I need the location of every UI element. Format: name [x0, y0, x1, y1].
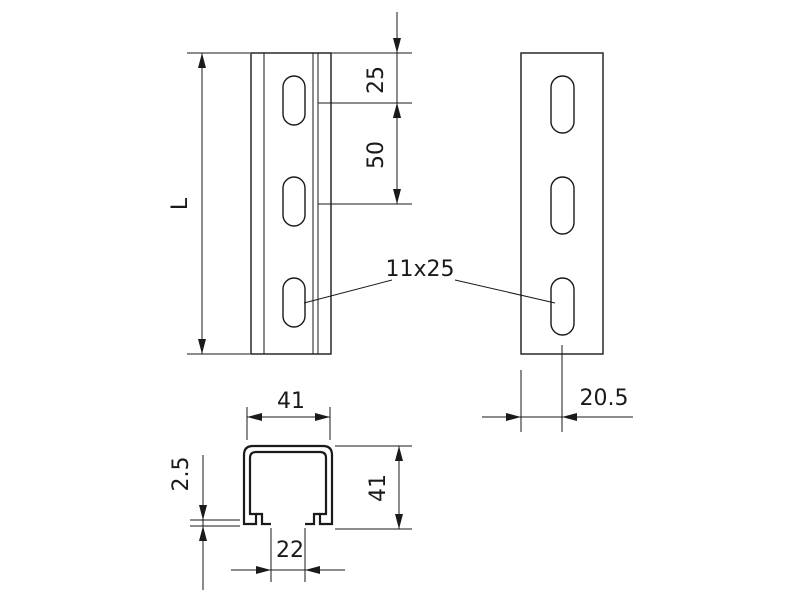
arrow-slot-left	[256, 566, 271, 574]
arrow-width-right	[315, 413, 330, 421]
arrow-pitch-bottom	[393, 189, 401, 204]
back-slot-top	[550, 75, 575, 134]
dimension-profile-height: 41	[335, 445, 412, 530]
channel-back-view	[520, 52, 604, 355]
arrow-pitch-top	[393, 103, 401, 118]
dimension-wall-thickness: 2.5	[169, 455, 240, 590]
back-slot-middle	[550, 176, 575, 235]
hole-size-label: 11x25	[385, 257, 454, 282]
dimension-hole-center: 20.5	[482, 345, 633, 432]
arrow-width-left	[247, 413, 262, 421]
front-slot-top	[282, 75, 306, 126]
dimension-profile-width: 41	[246, 389, 331, 440]
slot-opening-label: 22	[276, 538, 304, 563]
hole-pitch-label: 50	[364, 141, 389, 169]
profile-height-label: 41	[366, 474, 391, 502]
lip-right	[305, 512, 320, 526]
dimension-slot-opening: 22	[231, 528, 345, 582]
arrow-center-left	[506, 413, 521, 421]
arrow-down	[198, 339, 206, 354]
back-slot-bottom	[550, 277, 575, 336]
length-label: L	[168, 197, 193, 210]
arrow-thickness-top	[199, 505, 207, 520]
hole-center-label: 20.5	[580, 386, 629, 411]
dimension-hole-size: 11x25	[303, 257, 556, 304]
arrow-thickness-bottom	[199, 526, 207, 541]
leader-left	[303, 279, 393, 304]
arrow-center-right	[562, 413, 577, 421]
hole-offset-label: 25	[364, 66, 389, 94]
arrow-height-bottom	[395, 514, 403, 529]
dimension-length: L	[168, 52, 250, 355]
arrow-up	[198, 53, 206, 68]
arrow-height-top	[395, 446, 403, 461]
channel-back-outline	[520, 52, 604, 355]
profile-width-label: 41	[277, 389, 305, 414]
front-slot-bottom	[282, 277, 306, 328]
channel-front-view	[250, 52, 332, 355]
arrow-slot-right	[305, 566, 320, 574]
lip-left	[256, 512, 271, 526]
leader-right	[454, 279, 556, 304]
front-slot-middle	[282, 176, 306, 227]
profile-outline	[242, 444, 334, 526]
wall-thickness-label: 2.5	[169, 457, 194, 492]
dimension-hole-spacing: 25 50	[318, 12, 412, 205]
channel-cross-section	[242, 444, 334, 526]
arrow-offset-top	[393, 38, 401, 53]
